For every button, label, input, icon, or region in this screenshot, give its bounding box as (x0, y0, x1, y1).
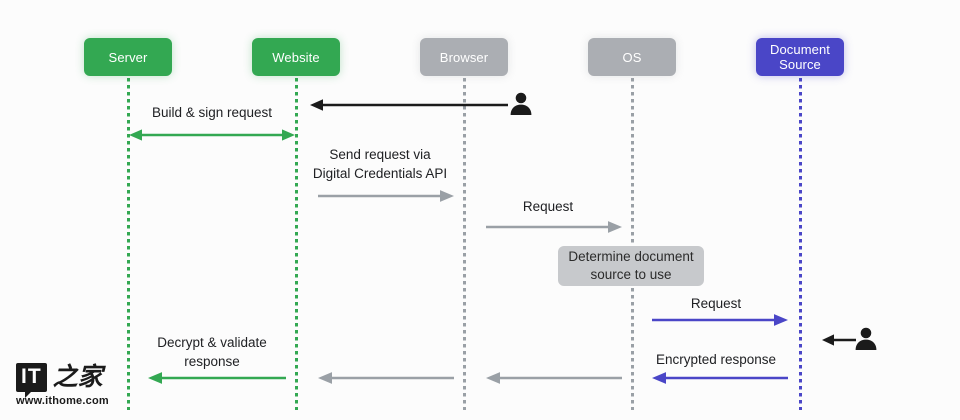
watermark-ithome: IT 之家 www.ithome.com (16, 363, 109, 407)
arrow-send-request-dc-api (318, 189, 454, 203)
lifeline-os (631, 78, 634, 410)
actor-label-website: Website (272, 49, 320, 65)
message-label-encrypted-response: Encrypted response (655, 352, 777, 367)
arrow-response-browser-website (318, 371, 454, 385)
actor-label-os: OS (622, 49, 642, 65)
arrow-user-to-document-source (822, 333, 856, 347)
actor-header-server[interactable]: Server (84, 38, 172, 76)
arrow-decrypt-validate-response (148, 371, 286, 385)
actor-header-browser[interactable]: Browser (420, 38, 508, 76)
arrow-build-sign-request (129, 128, 295, 142)
note-label-determine-document-source: Determine document source to use (568, 249, 694, 282)
arrow-user-to-website (310, 98, 508, 112)
lifeline-server (127, 78, 130, 410)
message-label-build-sign-request: Build & sign request (151, 105, 273, 120)
actor-header-os[interactable]: OS (588, 38, 676, 76)
note-determine-document-source: Determine document source to use (558, 246, 704, 286)
watermark-brand-en: IT (16, 363, 47, 398)
arrow-encrypted-response (652, 371, 788, 385)
actor-label-browser: Browser (439, 49, 489, 65)
arrow-request-os-docsource (652, 313, 788, 327)
lifeline-website (295, 78, 298, 410)
message-label-request-browser-os: Request (522, 199, 574, 214)
actor-label-document-source: Document Source (769, 42, 831, 72)
message-label-decrypt-validate-response: Decrypt & validate response (157, 335, 267, 369)
person-icon-user-browser (508, 91, 534, 122)
lifeline-browser (463, 78, 466, 410)
person-icon-user-document-source (853, 326, 879, 357)
actor-label-server: Server (108, 49, 148, 65)
watermark-url: www.ithome.com (16, 395, 109, 407)
actor-header-document-source[interactable]: Document Source (756, 38, 844, 76)
message-label-send-request-dc-api: Send request via Digital Credentials API (312, 147, 448, 181)
watermark-brand-cn: 之家 (52, 364, 103, 391)
arrow-request-browser-os (486, 220, 622, 234)
lifeline-document-source (799, 78, 802, 410)
actor-header-website[interactable]: Website (252, 38, 340, 76)
arrow-response-os-browser (486, 371, 622, 385)
message-label-request-os-docsource: Request (690, 296, 742, 311)
